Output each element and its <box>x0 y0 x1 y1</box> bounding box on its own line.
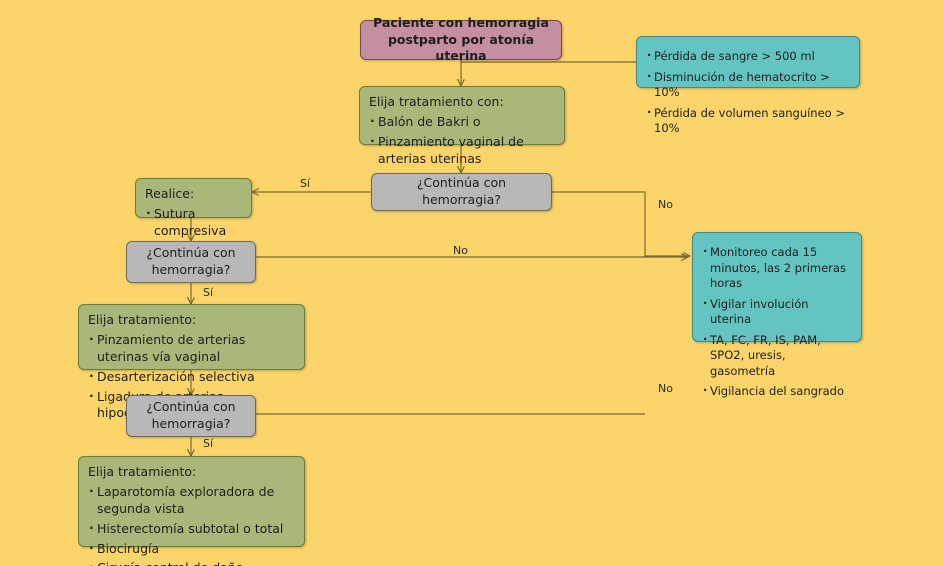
node-suture[interactable]: Realice: Sutura compresiva <box>135 178 252 238</box>
node-decision-2-line1: ¿Continúa con <box>146 245 236 261</box>
list-item: Pinzamiento de arterias uterinas vía vag… <box>88 331 295 366</box>
node-treatment-2-title: Elija tratamiento: <box>88 312 197 327</box>
node-start-line2: postparto por atonía uterina <box>387 31 535 64</box>
node-suture-list: Sutura compresiva <box>145 205 242 240</box>
list-item: Vigilar involución uterina <box>702 296 852 328</box>
node-decision-1[interactable]: ¿Continúa con hemorragia? <box>371 173 552 211</box>
edge-label-decision3-si: Sí <box>203 437 214 450</box>
list-item: Disminución de hematocrito > 10% <box>646 69 850 101</box>
list-item: TA, FC, FR, IS, PAM, SPO2, uresis, gasom… <box>702 332 852 380</box>
list-item: Vigilancia del sangrado <box>702 383 852 400</box>
node-start-line1: Paciente con hemorragia <box>373 14 549 30</box>
node-decision-2-line2: hemorragia? <box>151 262 231 277</box>
node-treatment-3[interactable]: Elija tratamiento: Laparotomía explorado… <box>78 456 305 566</box>
list-item: Desarterización selectiva <box>88 368 295 386</box>
node-treatment-3-title: Elija tratamiento: <box>88 464 197 479</box>
node-treatment-2[interactable]: Elija tratamiento: Pinzamiento de arteri… <box>78 304 305 420</box>
list-item: Pérdida de sangre > 500 ml <box>646 48 850 65</box>
node-monitoring[interactable]: Monitoreo cada 15 minutos, las 2 primera… <box>692 232 862 398</box>
node-criteria[interactable]: Pérdida de sangre > 500 ml Disminución d… <box>636 36 860 135</box>
list-item: Pinzamiento vaginal de arterias uterinas <box>369 133 555 168</box>
node-decision-3[interactable]: ¿Continúa con hemorragia? <box>126 395 256 437</box>
edge-label-decision1-si: Sí <box>300 177 311 190</box>
node-decision-3-line1: ¿Continúa con <box>146 399 236 415</box>
list-item: Sutura compresiva <box>145 205 242 240</box>
edge-label-decision3-no: No <box>658 382 673 395</box>
node-suture-title: Realice: <box>145 186 195 201</box>
list-item: Laparotomía exploradora de segunda vista <box>88 483 295 518</box>
list-item: Biocirugía <box>88 540 295 558</box>
node-decision-1-label: ¿Continúa con hemorragia? <box>416 175 507 207</box>
node-monitoring-list: Monitoreo cada 15 minutos, las 2 primera… <box>702 244 852 400</box>
node-treatment-3-list: Laparotomía exploradora de segunda vista… <box>88 483 295 566</box>
node-treatment-1[interactable]: Elija tratamiento con: Balón de Bakri o … <box>359 86 565 166</box>
node-treatment-1-title: Elija tratamiento con: <box>369 94 504 109</box>
node-decision-2[interactable]: ¿Continúa con hemorragia? <box>126 241 256 283</box>
node-treatment-1-list: Balón de Bakri o Pinzamiento vaginal de … <box>369 113 555 168</box>
node-start[interactable]: Paciente con hemorragia postparto por at… <box>360 15 562 63</box>
list-item: Monitoreo cada 15 minutos, las 2 primera… <box>702 244 852 292</box>
list-item: Pérdida de volumen sanguíneo > 10% <box>646 105 850 137</box>
node-decision-3-line2: hemorragia? <box>151 416 231 431</box>
list-item: Cirugía control de daño <box>88 559 295 566</box>
edge-label-decision2-si: Sí <box>203 286 214 299</box>
list-item: Histerectomía subtotal o total <box>88 520 295 538</box>
list-item: Balón de Bakri o <box>369 113 555 131</box>
edge-label-decision2-no: No <box>453 244 468 257</box>
node-criteria-list: Pérdida de sangre > 500 ml Disminución d… <box>646 48 850 137</box>
edge-label-decision1-no: No <box>658 198 673 211</box>
